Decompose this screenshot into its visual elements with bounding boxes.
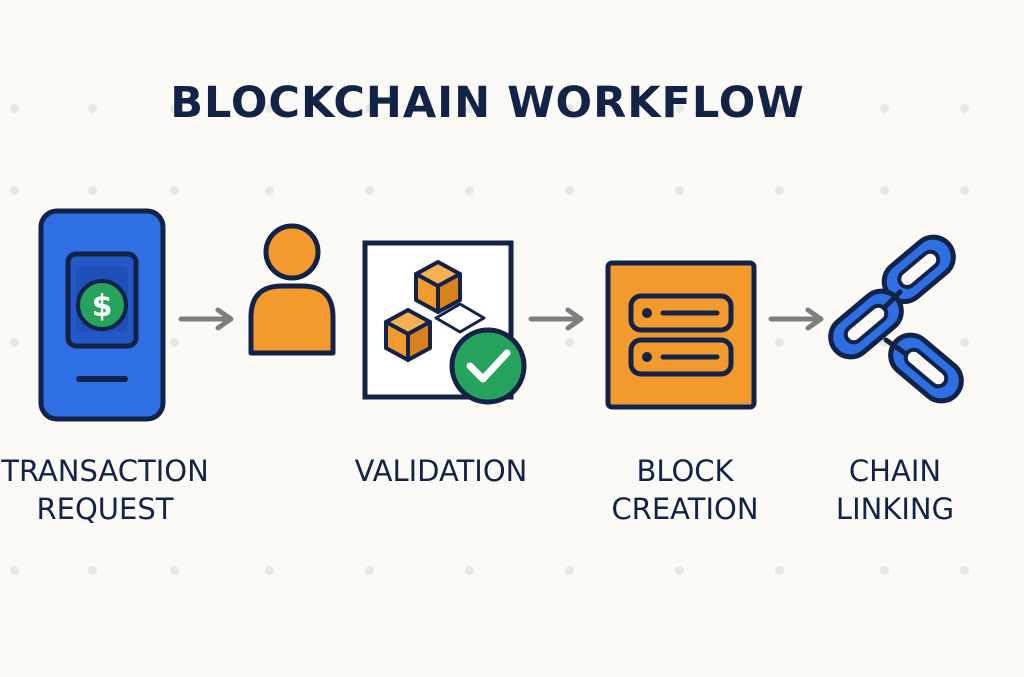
label-line: LINKING <box>835 492 955 526</box>
background-dot <box>960 104 969 113</box>
background-dot <box>170 104 179 113</box>
background-dot <box>265 566 274 575</box>
label-line: BLOCK <box>636 454 734 488</box>
background-dot <box>565 338 574 347</box>
label-line: VALIDATION <box>354 454 528 488</box>
label-line: CHAIN <box>848 454 942 488</box>
background-dot <box>675 186 684 195</box>
step-label-validation: VALIDATION <box>336 452 546 490</box>
background-dot <box>775 566 784 575</box>
background-dot <box>365 566 374 575</box>
background-dot <box>880 104 889 113</box>
background-dot <box>775 338 784 347</box>
background-dot <box>88 566 97 575</box>
label-line: TRANSACTION <box>1 454 209 488</box>
background-dot <box>565 104 574 113</box>
background-dot <box>565 566 574 575</box>
background-dot <box>775 186 784 195</box>
background-dot <box>675 566 684 575</box>
flow-arrow-3 <box>768 307 824 331</box>
background-dot <box>265 186 274 195</box>
step-label-transaction-request: TRANSACTION REQUEST <box>0 452 210 528</box>
user-icon <box>248 223 336 356</box>
background-dot <box>10 566 19 575</box>
background-dot <box>465 566 474 575</box>
label-line: REQUEST <box>36 492 174 526</box>
background-dot <box>10 186 19 195</box>
background-dot <box>365 104 374 113</box>
step-label-block-creation: BLOCK CREATION <box>580 452 790 528</box>
svg-text:$: $ <box>92 289 113 324</box>
flow-arrow-2 <box>528 307 584 331</box>
background-dot <box>880 186 889 195</box>
cubes-check-icon <box>362 240 527 405</box>
background-dot <box>10 338 19 347</box>
background-dot <box>88 186 97 195</box>
background-dot <box>960 566 969 575</box>
background-dot <box>170 338 179 347</box>
background-dot <box>88 104 97 113</box>
background-dot <box>465 104 474 113</box>
background-dot <box>960 186 969 195</box>
server-block-icon <box>605 260 757 410</box>
background-dot <box>265 104 274 113</box>
flow-arrow-1 <box>178 307 234 331</box>
phone-dollar-icon: $ <box>38 208 166 422</box>
background-dot <box>170 566 179 575</box>
background-dot <box>10 104 19 113</box>
background-dot <box>465 186 474 195</box>
background-dot <box>880 338 889 347</box>
background-dot <box>565 186 574 195</box>
background-dot <box>675 104 684 113</box>
background-dot <box>960 338 969 347</box>
background-dot <box>880 566 889 575</box>
background-dot <box>365 186 374 195</box>
step-label-chain-linking: CHAIN LINKING <box>790 452 1000 528</box>
chain-link-icon <box>828 234 964 404</box>
label-line: CREATION <box>611 492 759 526</box>
background-dot <box>775 104 784 113</box>
background-dot <box>170 186 179 195</box>
page-title: BLOCKCHAIN WORKFLOW <box>170 78 805 128</box>
